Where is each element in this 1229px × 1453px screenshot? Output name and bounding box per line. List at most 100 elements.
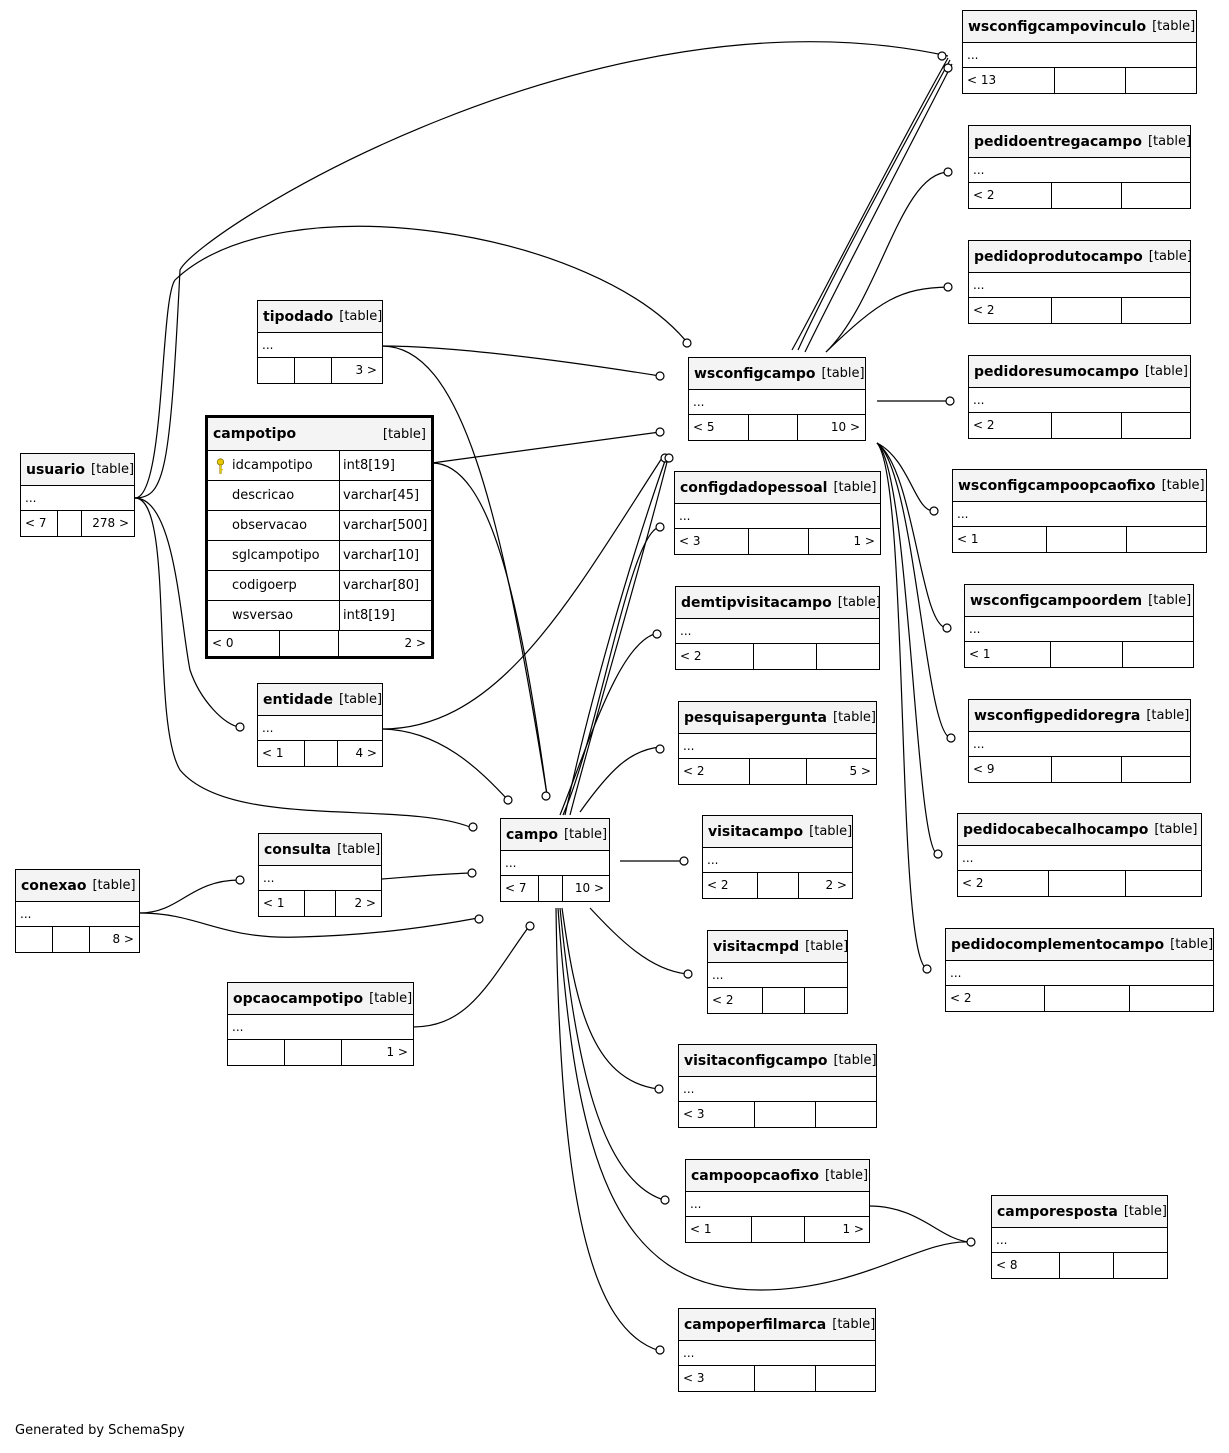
parents-count: < 5	[689, 415, 749, 440]
columns-ellipsis: ...	[953, 502, 1206, 527]
column-row[interactable]: wsversao int8[19]	[208, 601, 431, 631]
table-conexao[interactable]: conexao[table] ... 8 >	[15, 869, 140, 953]
columns-ellipsis: ...	[675, 504, 880, 529]
parents-count: < 2	[703, 873, 758, 898]
columns-ellipsis: ...	[21, 486, 134, 511]
columns-ellipsis: ...	[686, 1192, 869, 1217]
columns-ellipsis: ...	[258, 716, 382, 741]
table-wsconfigcampovinculo[interactable]: wsconfigcampovinculo[table] ... < 13	[962, 10, 1197, 94]
children-count: 2 >	[354, 896, 376, 910]
table-type: [table]	[832, 1317, 876, 1332]
parents-count: < 2	[708, 988, 763, 1013]
table-visitaconfigcampo[interactable]: visitaconfigcampo[table] ... < 3	[678, 1044, 877, 1128]
rows-cell	[754, 644, 817, 669]
parents-count: < 8	[992, 1253, 1060, 1278]
rows-cell	[295, 358, 332, 383]
table-campoperfilmarca[interactable]: campoperfilmarca[table] ... < 3	[678, 1308, 876, 1392]
rows-cell	[750, 759, 807, 784]
parents-count: < 2	[958, 871, 1049, 896]
table-pedidoresumocampo[interactable]: pedidoresumocampo[table] ... < 2	[968, 355, 1191, 439]
columns-ellipsis: ...	[969, 273, 1190, 298]
table-wsconfigcampoordem[interactable]: wsconfigcampoordem[table] ... < 1	[964, 584, 1194, 668]
parents-count: < 7	[21, 511, 58, 536]
table-pedidoentregacampo[interactable]: pedidoentregacampo[table] ... < 2	[968, 125, 1191, 209]
table-type: [table]	[338, 692, 383, 707]
table-pedidocabecalhocampo[interactable]: pedidocabecalhocampo[table] ... < 2	[957, 813, 1202, 897]
table-pedidoprodutocampo[interactable]: pedidoprodutocampo[table] ... < 2	[968, 240, 1192, 324]
column-type: varchar[500]	[343, 518, 428, 533]
children-count	[1130, 986, 1213, 1011]
table-campotipo[interactable]: campotipo[table] idcampotipo int8[19] de…	[205, 415, 434, 659]
rows-cell	[539, 876, 563, 901]
column-name: wsversao	[208, 601, 340, 630]
column-row[interactable]: codigoerp varchar[80]	[208, 571, 431, 601]
columns-ellipsis: ...	[969, 732, 1190, 757]
columns-ellipsis: ...	[946, 961, 1213, 986]
table-opcaocampotipo[interactable]: opcaocampotipo[table] ... 1 >	[227, 982, 414, 1066]
rows-cell	[1052, 183, 1122, 208]
table-visitacmpd[interactable]: visitacmpd[table] ... < 2	[707, 930, 848, 1014]
table-name: wsconfigpedidoregra	[974, 707, 1141, 724]
children-count	[1122, 413, 1190, 438]
table-wsconfigpedidoregra[interactable]: wsconfigpedidoregra[table] ... < 9	[968, 699, 1191, 783]
table-type: [table]	[337, 842, 381, 857]
table-consulta[interactable]: consulta [table] ... < 1 2 >	[258, 833, 382, 917]
table-wsconfigcampoopcaofixo[interactable]: wsconfigcampoopcaofixo[table] ... < 1	[952, 469, 1207, 553]
table-type: [table]	[1146, 708, 1190, 723]
columns-ellipsis: ...	[958, 846, 1201, 871]
table-demtipvisitacampo[interactable]: demtipvisitacampo[table] ... < 2	[675, 586, 881, 670]
columns-ellipsis: ...	[969, 158, 1190, 183]
rows-cell	[1049, 871, 1126, 896]
table-name: consulta	[264, 841, 332, 858]
table-name: opcaocampotipo	[233, 990, 364, 1007]
children-count	[1122, 298, 1190, 323]
parents-count: < 2	[946, 986, 1045, 1011]
table-type: [table]	[1148, 249, 1192, 264]
table-type: [table]	[1152, 19, 1196, 34]
rows-cell	[752, 1217, 805, 1242]
parents-count	[228, 1040, 285, 1065]
parents-count: < 3	[675, 529, 749, 554]
table-camporesposta[interactable]: camporesposta[table] ... < 8	[991, 1195, 1168, 1279]
parents-count: < 3	[679, 1366, 755, 1391]
columns-ellipsis: ...	[992, 1228, 1167, 1253]
rows-cell	[758, 873, 799, 898]
column-row[interactable]: idcampotipo int8[19]	[208, 451, 431, 481]
columns-ellipsis: ...	[969, 388, 1190, 413]
parents-count: < 1	[259, 891, 305, 916]
rows-cell	[280, 631, 339, 656]
column-row[interactable]: descricao varchar[45]	[208, 481, 431, 511]
table-name: pedidoentregacampo	[974, 133, 1142, 150]
table-name: pedidocabecalhocampo	[963, 821, 1149, 838]
table-pedidocomplementocampo[interactable]: pedidocomplementocampo[table] ... < 2	[945, 928, 1214, 1012]
table-name: visitaconfigcampo	[684, 1052, 828, 1069]
children-count: 1 >	[842, 1222, 864, 1236]
column-type: varchar[45]	[343, 488, 420, 503]
children-count	[1127, 527, 1206, 552]
columns-ellipsis: ...	[16, 902, 139, 927]
children-count	[1126, 68, 1196, 93]
table-type: [table]	[832, 710, 877, 725]
column-name: idcampotipo	[232, 458, 313, 473]
columns-ellipsis: ...	[689, 390, 865, 415]
column-row[interactable]: observacao varchar[500]	[208, 511, 431, 541]
columns-ellipsis: ...	[703, 848, 852, 873]
table-name: visitacmpd	[713, 938, 800, 955]
table-type: [table]	[825, 1168, 869, 1183]
table-tipodado[interactable]: tipodado[table] ... 3 >	[257, 300, 383, 384]
column-row[interactable]: sglcampotipo varchar[10]	[208, 541, 431, 571]
parents-count: < 2	[969, 183, 1052, 208]
columns-ellipsis: ...	[259, 866, 381, 891]
table-type: [table]	[91, 462, 135, 477]
parents-count: < 13	[963, 68, 1055, 93]
table-name: campotipo	[213, 426, 297, 442]
